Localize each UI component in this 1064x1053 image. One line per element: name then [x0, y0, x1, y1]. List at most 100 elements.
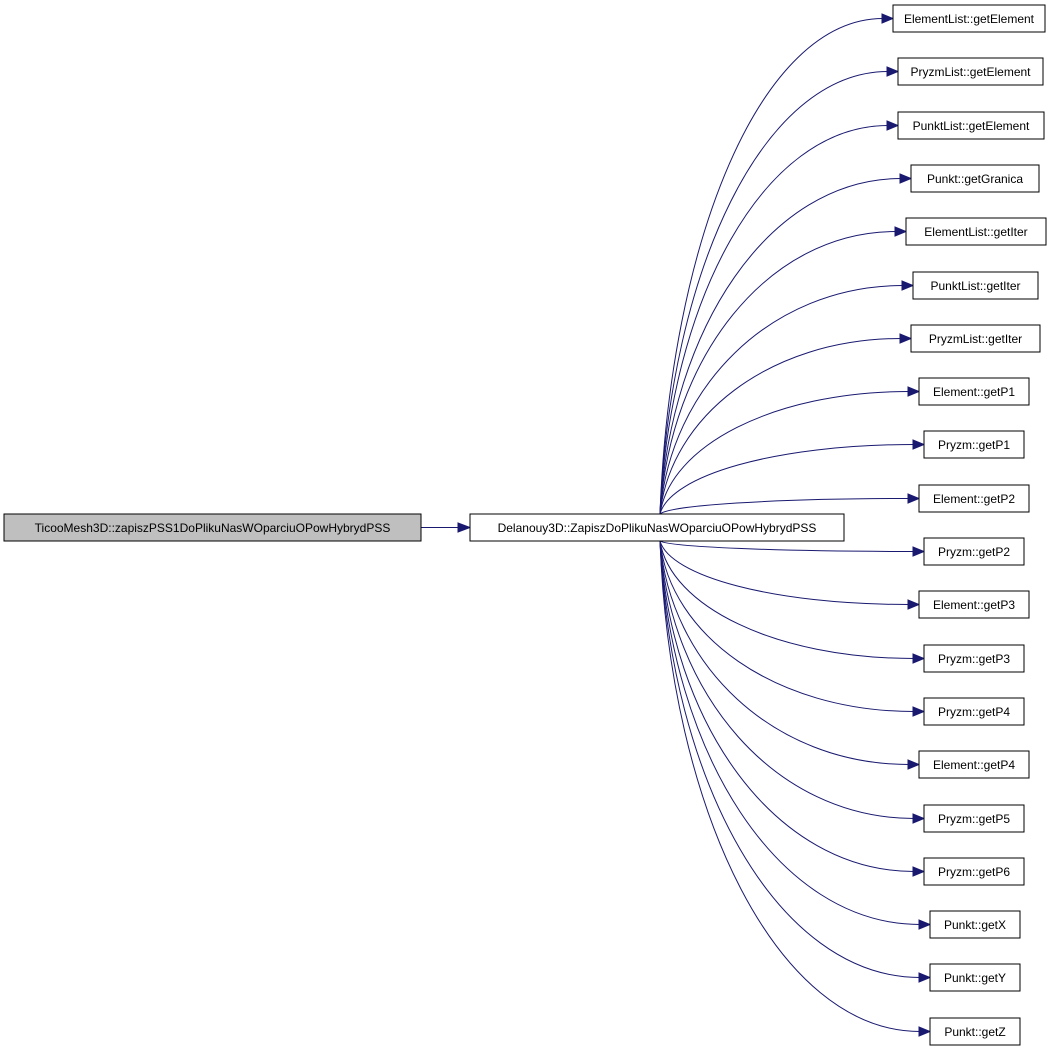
node-callee-box	[918, 590, 1030, 619]
node-callee[interactable]: PunktList::getIter	[912, 271, 1039, 300]
node-callee[interactable]: Element::getP1	[918, 377, 1030, 406]
node-callee-box	[905, 217, 1047, 246]
edge-caller-to-callee	[659, 540, 915, 659]
node-callee-label: PryzmList::getElement	[910, 65, 1031, 79]
node-callee[interactable]: ElementList::getElement	[892, 4, 1046, 33]
edge-caller-to-callee-arrow	[901, 280, 915, 291]
node-callee-box	[897, 57, 1044, 86]
node-callee[interactable]: PryzmList::getElement	[897, 57, 1044, 86]
node-callee-box	[923, 804, 1025, 833]
edge-caller-to-callee	[659, 391, 910, 515]
node-callee-label: PryzmList::getIter	[929, 332, 1022, 346]
graph-edges	[421, 13, 932, 1037]
edge-root-to-caller-arrow	[457, 522, 472, 533]
node-callee-label: Pryzm::getP1	[938, 438, 1010, 452]
edge-caller-to-callee	[659, 125, 889, 515]
node-root[interactable]: TicooMesh3D::zapiszPSS1DoPlikuNasWOparci…	[3, 513, 422, 542]
node-root-box	[3, 513, 422, 542]
edge-caller-to-callee	[659, 540, 915, 552]
node-callee-box	[929, 1017, 1021, 1046]
edge-caller-to-callee-arrow	[899, 333, 913, 344]
edge-caller-to-callee-arrow	[886, 120, 900, 131]
edge-caller-to-callee	[659, 18, 884, 515]
edge-caller-to-callee-arrow	[881, 13, 895, 24]
edge-caller-to-callee	[659, 540, 921, 1032]
edge-caller-to-callee	[659, 540, 921, 925]
edge-caller-to-callee	[659, 540, 910, 605]
node-callee-label: Pryzm::getP5	[938, 812, 1010, 826]
node-callee-label: Pryzm::getP6	[938, 865, 1010, 879]
node-callee-label: Punkt::getGranica	[927, 172, 1023, 186]
node-callee-label: Element::getP4	[933, 758, 1015, 772]
callee-nodes: ElementList::getElementPryzmList::getEle…	[892, 4, 1047, 1046]
edge-caller-to-callee	[659, 540, 915, 819]
edge-caller-to-callee-arrow	[899, 173, 913, 184]
edge-caller-to-callee	[659, 540, 915, 872]
node-callee[interactable]: ElementList::getIter	[905, 217, 1047, 246]
node-callee-box	[910, 164, 1040, 193]
edge-caller-to-callee-arrow	[912, 866, 926, 877]
edge-caller-to-callee-arrow	[918, 919, 932, 930]
edge-caller-to-callee	[659, 178, 902, 515]
node-callee[interactable]: Element::getP3	[918, 590, 1030, 619]
edge-caller-to-callee-arrow	[907, 493, 921, 504]
node-callee-box	[923, 857, 1025, 886]
node-callee[interactable]: Pryzm::getP1	[923, 430, 1025, 459]
edge-caller-to-callee-arrow	[912, 813, 926, 824]
edge-caller-to-callee	[659, 444, 915, 515]
node-callee-label: Element::getP1	[933, 385, 1015, 399]
edge-caller-to-callee-arrow	[912, 706, 926, 717]
edge-caller-to-callee	[659, 540, 921, 978]
node-callee-box	[929, 963, 1021, 992]
node-callee-box	[923, 430, 1025, 459]
node-callee-box	[912, 271, 1039, 300]
node-callee-label: Punkt::getZ	[944, 1025, 1005, 1039]
edge-caller-to-callee-arrow	[912, 653, 926, 664]
node-callee-label: Element::getP2	[933, 492, 1015, 506]
node-callee-box	[918, 484, 1030, 513]
node-callee-box	[910, 324, 1041, 353]
node-callee[interactable]: Element::getP2	[918, 484, 1030, 513]
node-callee-box	[918, 377, 1030, 406]
node-callee-label: Element::getP3	[933, 598, 1015, 612]
edge-caller-to-callee-arrow	[912, 439, 926, 450]
node-caller-label: Delanouy3D::ZapiszDoPlikuNasWOparciuOPow…	[498, 521, 817, 535]
node-root-label: TicooMesh3D::zapiszPSS1DoPlikuNasWOparci…	[35, 521, 391, 535]
node-callee[interactable]: Punkt::getY	[929, 963, 1021, 992]
node-caller-box	[469, 513, 845, 542]
node-callee[interactable]: Pryzm::getP5	[923, 804, 1025, 833]
node-callee-label: Punkt::getX	[944, 918, 1006, 932]
edge-caller-to-callee-arrow	[894, 226, 908, 237]
node-callee-box	[892, 4, 1046, 33]
node-callee-label: ElementList::getIter	[924, 225, 1027, 239]
node-callee-box	[897, 111, 1045, 140]
node-callee[interactable]: Pryzm::getP2	[923, 537, 1025, 566]
node-callee-label: PunktList::getElement	[913, 119, 1030, 133]
node-callee-label: PunktList::getIter	[930, 279, 1020, 293]
node-callee[interactable]: PunktList::getElement	[897, 111, 1045, 140]
node-callee[interactable]: Element::getP4	[918, 750, 1030, 779]
node-callee-box	[923, 697, 1025, 726]
node-callee-box	[923, 537, 1025, 566]
edge-caller-to-callee	[659, 540, 915, 712]
edge-caller-to-callee-arrow	[907, 386, 921, 397]
edge-caller-to-callee	[659, 285, 904, 515]
node-callee-box	[929, 910, 1021, 939]
edge-caller-to-callee	[659, 498, 910, 515]
edge-caller-to-callee-arrow	[886, 66, 900, 77]
node-caller[interactable]: Delanouy3D::ZapiszDoPlikuNasWOparciuOPow…	[469, 513, 845, 542]
node-callee-label: Pryzm::getP4	[938, 705, 1010, 719]
node-callee[interactable]: Punkt::getX	[929, 910, 1021, 939]
edge-caller-to-callee-arrow	[907, 599, 921, 610]
edge-caller-to-callee	[659, 71, 889, 515]
edge-caller-to-callee	[659, 231, 897, 515]
node-callee[interactable]: PryzmList::getIter	[910, 324, 1041, 353]
node-callee[interactable]: Pryzm::getP3	[923, 644, 1025, 673]
node-callee[interactable]: Punkt::getZ	[929, 1017, 1021, 1046]
node-callee[interactable]: Pryzm::getP6	[923, 857, 1025, 886]
node-callee[interactable]: Pryzm::getP4	[923, 697, 1025, 726]
node-callee-label: Pryzm::getP2	[938, 545, 1010, 559]
edge-caller-to-callee-arrow	[912, 546, 926, 557]
node-callee[interactable]: Punkt::getGranica	[910, 164, 1040, 193]
